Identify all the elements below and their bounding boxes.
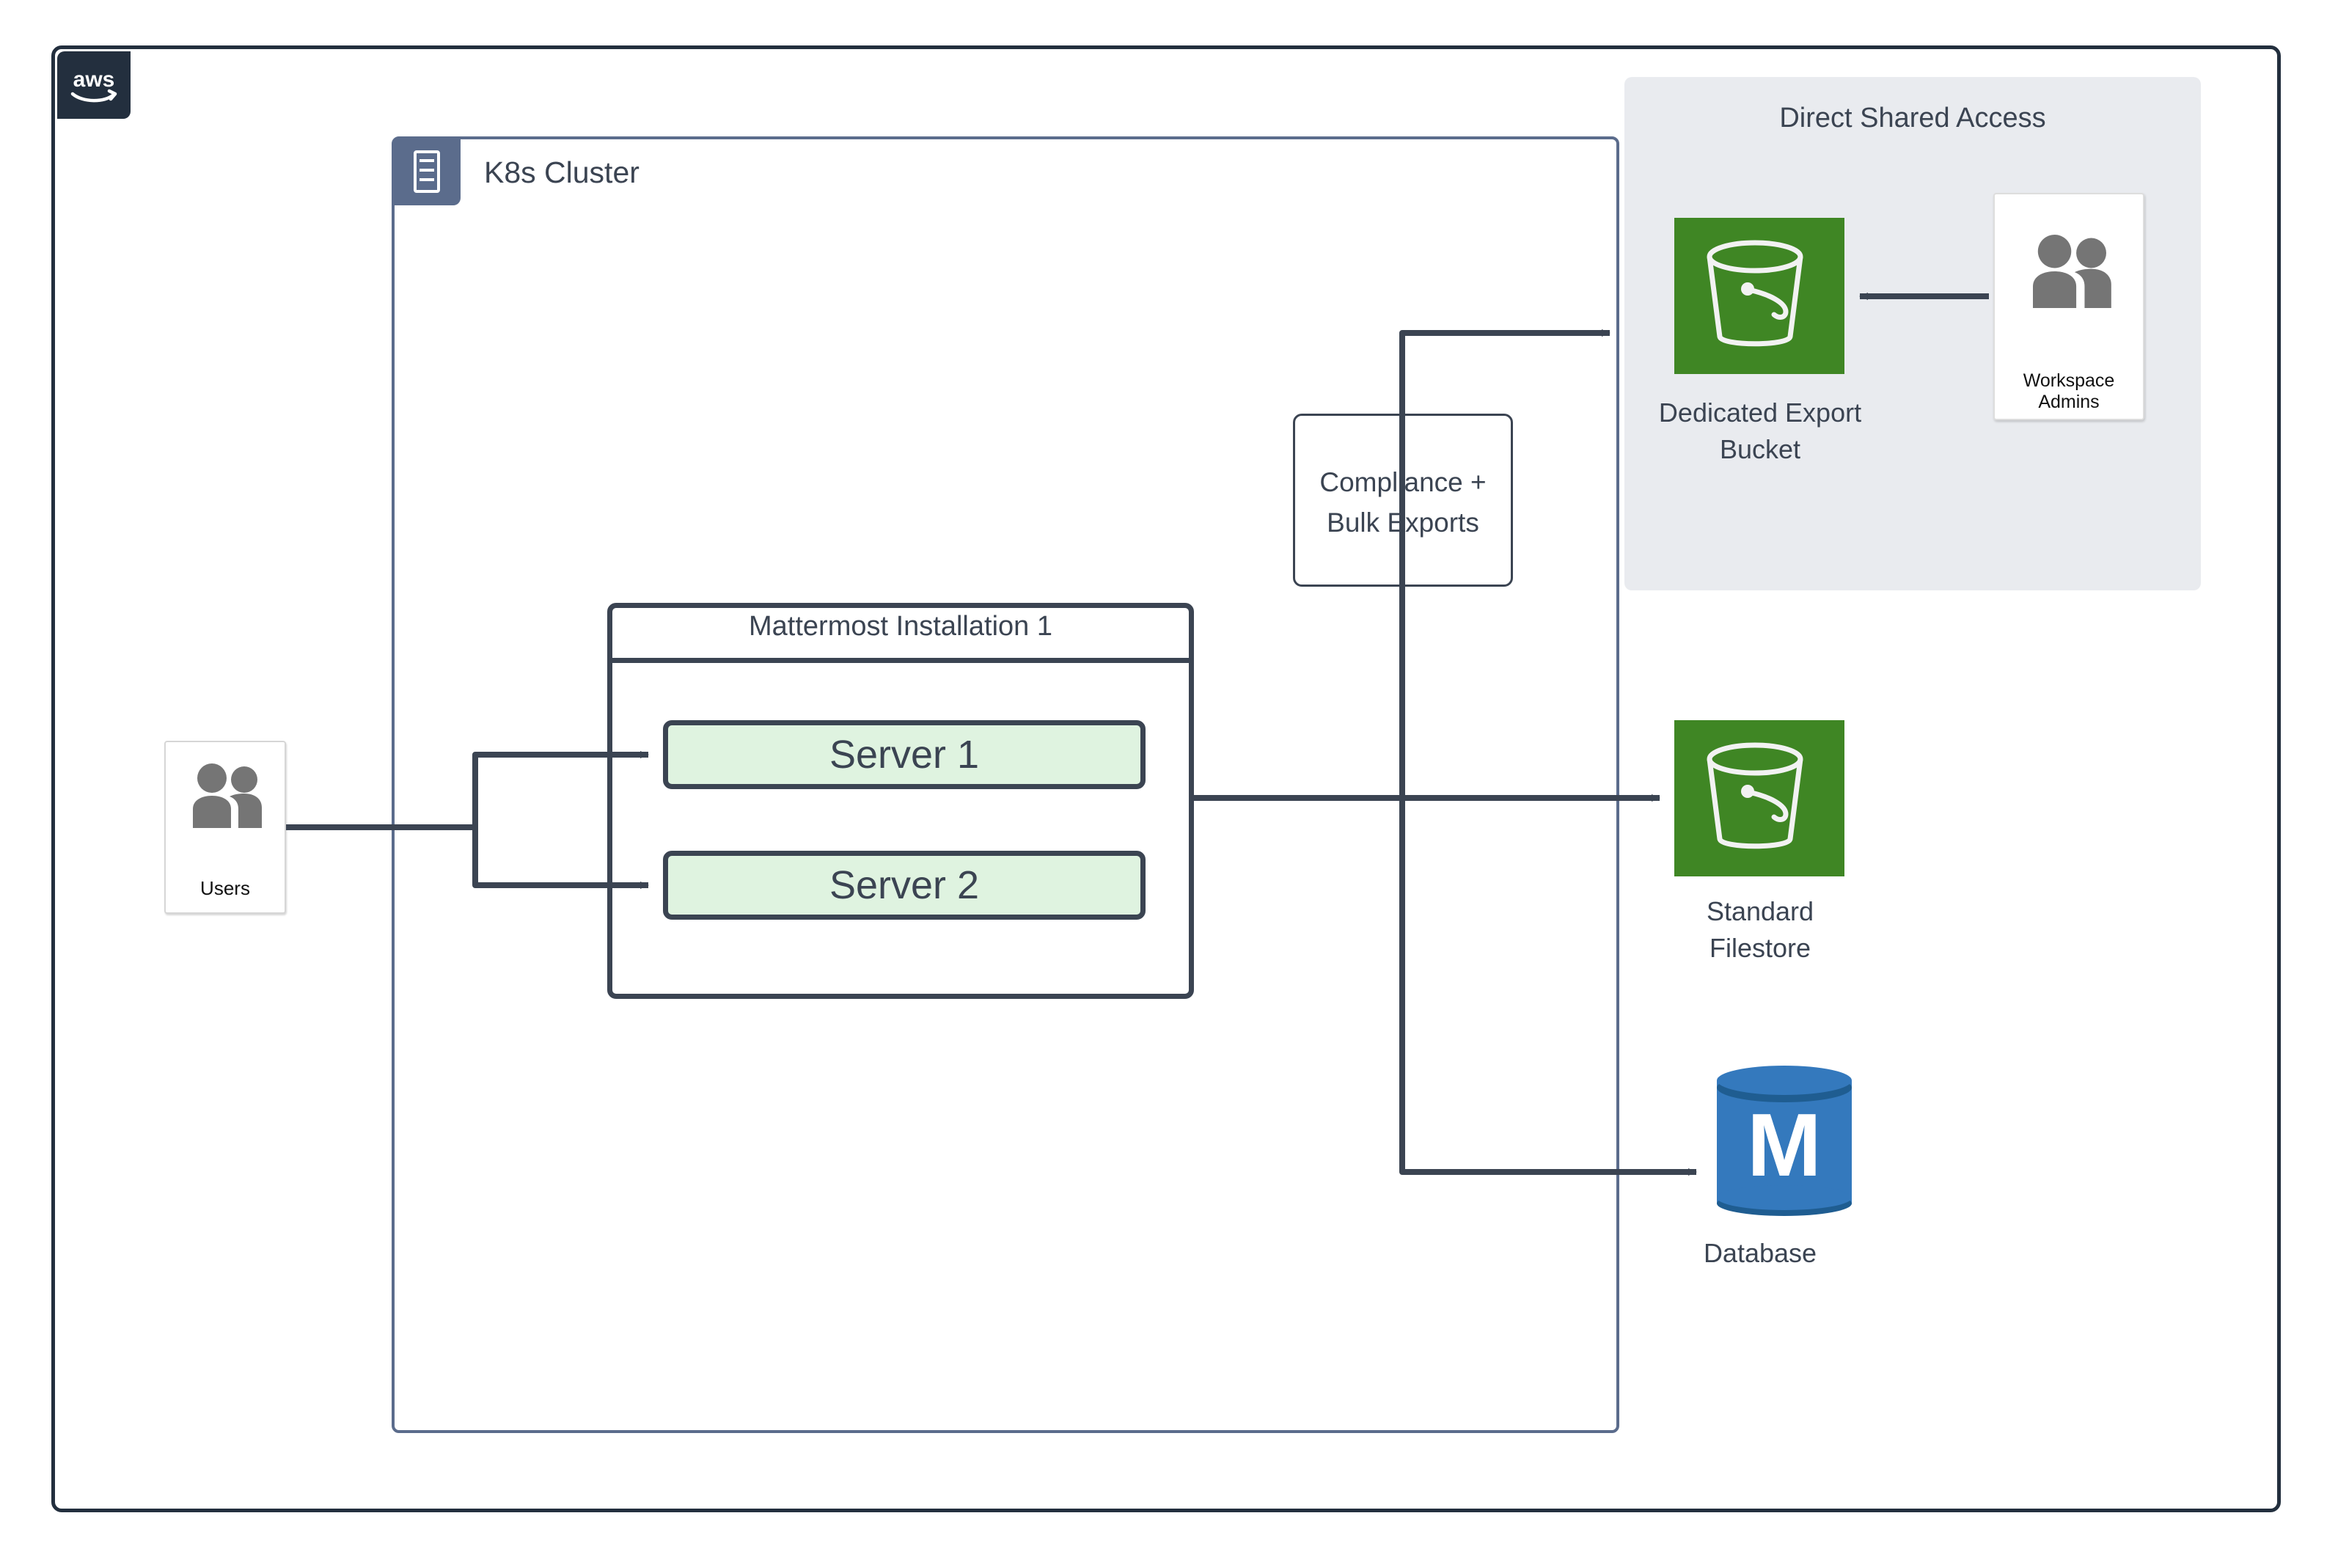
- server-rack-icon: [393, 138, 461, 205]
- compliance-line-2: Bulk Exports: [1327, 508, 1479, 538]
- mattermost-installation-box: [607, 603, 1194, 999]
- installation-title: Mattermost Installation 1: [749, 611, 1052, 642]
- installation-title-divider: [607, 658, 1194, 663]
- users-group-icon: [175, 755, 276, 836]
- export-bucket-label: Dedicated Export Bucket: [1621, 395, 1899, 468]
- workspace-admins-label: Workspace Admins: [2023, 370, 2115, 412]
- aws-logo-icon: aws: [57, 51, 131, 119]
- compliance-label: Compliance + Bulk Exports: [1293, 462, 1513, 543]
- users-group-icon: [2009, 220, 2130, 323]
- svg-text:M: M: [1747, 1095, 1822, 1195]
- compliance-line-1: Compliance +: [1319, 467, 1487, 497]
- s3-bucket-icon[interactable]: [1674, 720, 1844, 876]
- mattermost-database-cylinder-icon[interactable]: M: [1711, 1058, 1858, 1227]
- s3-bucket-icon[interactable]: [1674, 218, 1844, 374]
- export-bucket-line-2: Bucket: [1719, 434, 1801, 464]
- export-bucket-line-1: Dedicated Export: [1658, 398, 1862, 428]
- server-1-node[interactable]: Server 1: [663, 720, 1146, 789]
- standard-filestore-label: Standard Filestore: [1621, 893, 1899, 967]
- users-label: Users: [200, 877, 250, 899]
- direct-shared-access-title: Direct Shared Access: [1779, 103, 2046, 133]
- k8s-cluster-label: K8s Cluster: [484, 155, 640, 189]
- filestore-line-2: Filestore: [1709, 933, 1811, 963]
- server-2-node[interactable]: Server 2: [663, 851, 1146, 920]
- filestore-line-1: Standard: [1706, 896, 1814, 926]
- database-label: Database: [1703, 1238, 1817, 1268]
- svg-text:aws: aws: [73, 67, 115, 92]
